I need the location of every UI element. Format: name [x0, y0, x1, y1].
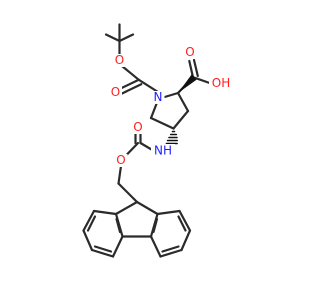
bond-ring-c4-c5	[149, 116, 175, 130]
atom-bg-o-carbamate	[113, 54, 126, 67]
bond-right-ring-inner-1	[177, 215, 187, 232]
atom-o-fmoc-ester: O	[116, 153, 125, 167]
bond-left-ring-inner-3	[115, 217, 122, 234]
bond-right-ring-4	[159, 248, 183, 258]
bond-layer	[82, 23, 214, 258]
bond-tbu-c-me1	[104, 33, 121, 43]
bond-left-ring-inner-1	[86, 215, 97, 232]
atom-o-acid: O	[185, 45, 194, 59]
bond-right-ring-2	[178, 209, 192, 232]
bond-left-ring-inner-2	[93, 245, 113, 253]
bond-boc-carbonyl-double-2	[119, 83, 143, 96]
atom-bg-o-acid	[183, 46, 197, 59]
bond-boc-carbon-n	[137, 78, 160, 94]
atom-o-carbamate: O	[115, 53, 124, 67]
bond-left-ring-1	[92, 209, 118, 216]
atom-label-layer: O O N O OH O NH O	[109, 45, 233, 167]
bond-carbamate-carbon-o	[125, 141, 140, 157]
bond-right-ring-3	[180, 229, 192, 252]
bond-acid-carbonyl-double-1	[188, 59, 195, 79]
bond-left-ring-3	[82, 229, 94, 252]
bond-ring-c2-c3	[176, 91, 190, 113]
bond-acid-carbonyl-double-2	[192, 58, 199, 78]
chemical-structure: O O N O OH O NH O	[82, 23, 233, 258]
atom-bg-o-fmoc-ester	[114, 154, 128, 167]
bond-ch2-c9	[117, 182, 139, 204]
bond-ring-c3-c4	[172, 109, 190, 130]
stereo-wedge-acid	[178, 74, 197, 93]
atom-o-ring-ester: O	[111, 85, 120, 99]
bond-o-ch2	[117, 164, 123, 185]
bond-right-ring-inner-2	[161, 245, 180, 253]
atom-o-fmoc-carbonyl: O	[133, 120, 142, 134]
atom-bg-oh-acid	[209, 77, 233, 90]
atom-bg-nh	[151, 144, 175, 158]
atom-bg-n-ring	[151, 91, 165, 104]
bond-right-ring-1	[156, 209, 181, 216]
bond-right-ring-5	[149, 235, 162, 258]
atom-n-ring: N	[154, 90, 163, 104]
bond-c9-left	[114, 200, 139, 216]
atom-oh-acid: OH	[212, 76, 230, 90]
bond-left-ring-4	[90, 248, 115, 258]
atom-bg-o-ring-ester	[109, 86, 122, 99]
atom-nh: NH	[154, 144, 172, 158]
bond-c9-right	[135, 200, 159, 216]
bond-tbu-c-me2	[118, 33, 135, 43]
bond-left-ring-2	[82, 209, 96, 232]
bond-right-ring-inner-3	[152, 217, 159, 234]
atom-bg-o-fmoc-carbonyl	[131, 121, 145, 134]
stereo-layer	[178, 74, 197, 93]
bond-left-ring-5	[111, 235, 124, 258]
